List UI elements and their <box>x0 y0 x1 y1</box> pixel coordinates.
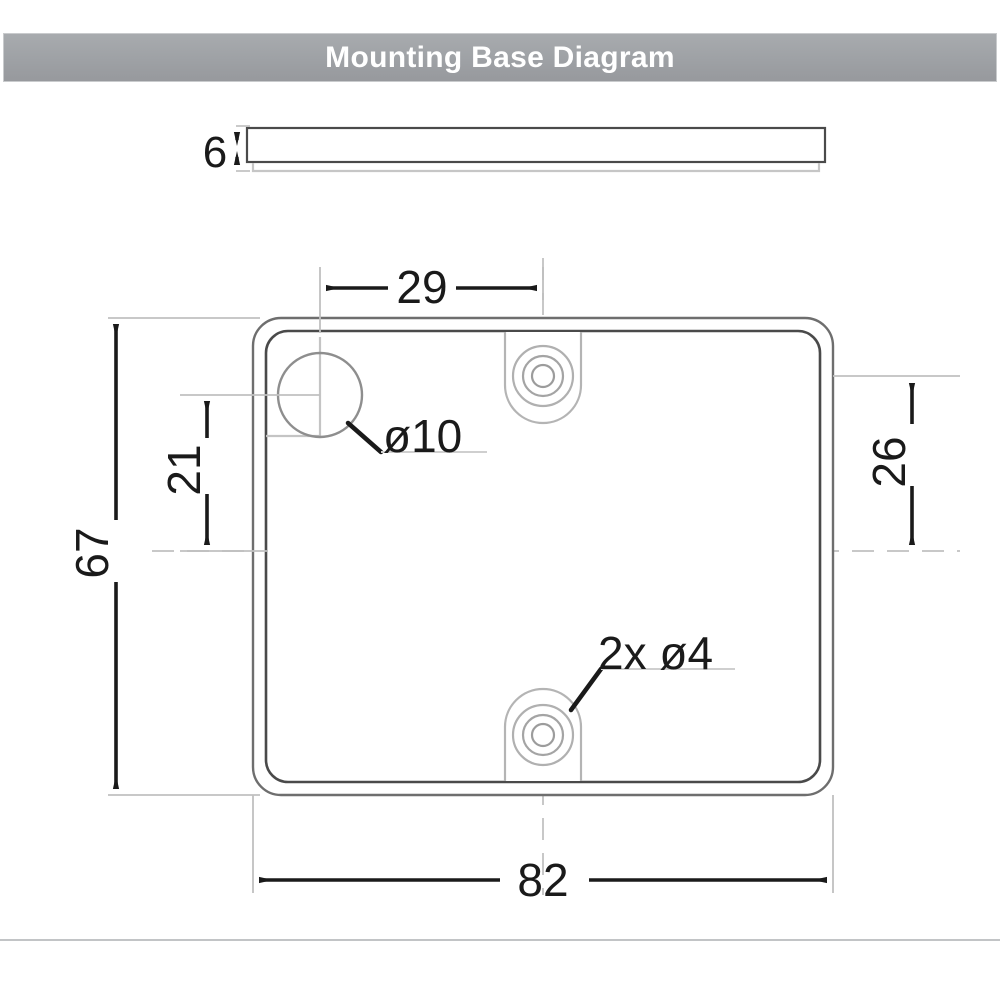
dimension-67: 67 <box>66 317 260 796</box>
top-hole-mid-circle <box>521 354 565 398</box>
dim-label-screw-holes: 2x ø4 <box>598 627 713 679</box>
leader-line-screw-holes <box>568 666 604 713</box>
top-hole-inner-circle <box>530 363 556 389</box>
dim-label-29: 29 <box>396 261 447 313</box>
dim-label-26: 26 <box>863 436 915 487</box>
bottom-hole-inner-circle <box>530 722 556 748</box>
bottom-boss-outline <box>503 687 583 781</box>
top-hole-outer-circle <box>511 344 575 408</box>
bottom-hole-mid-circle <box>521 713 565 757</box>
dimension-82: 82 <box>252 795 834 906</box>
dimension-21: 21 <box>158 394 320 552</box>
dim-label-21: 21 <box>158 444 210 495</box>
dim-label-82: 82 <box>517 854 568 906</box>
dimension-26: 26 <box>833 375 960 545</box>
page-bottom-divider <box>0 939 1000 941</box>
side-elevation-view: 6 <box>203 125 827 177</box>
dim-label-cable-hole: ø10 <box>383 410 462 462</box>
dim-label-67: 67 <box>66 527 118 578</box>
plan-view: ø10 2x ø4 29 82 <box>66 258 960 906</box>
page-title: Mounting Base Diagram <box>325 40 675 74</box>
bottom-hole-outer-circle <box>511 703 575 767</box>
dimension-29: 29 <box>319 261 544 333</box>
side-plate-lip <box>251 163 821 173</box>
page-title-bar: Mounting Base Diagram <box>3 33 997 82</box>
side-plate-outline <box>245 126 827 164</box>
dim-label-thickness: 6 <box>203 128 227 177</box>
leader-line-cable-hole <box>345 420 384 455</box>
